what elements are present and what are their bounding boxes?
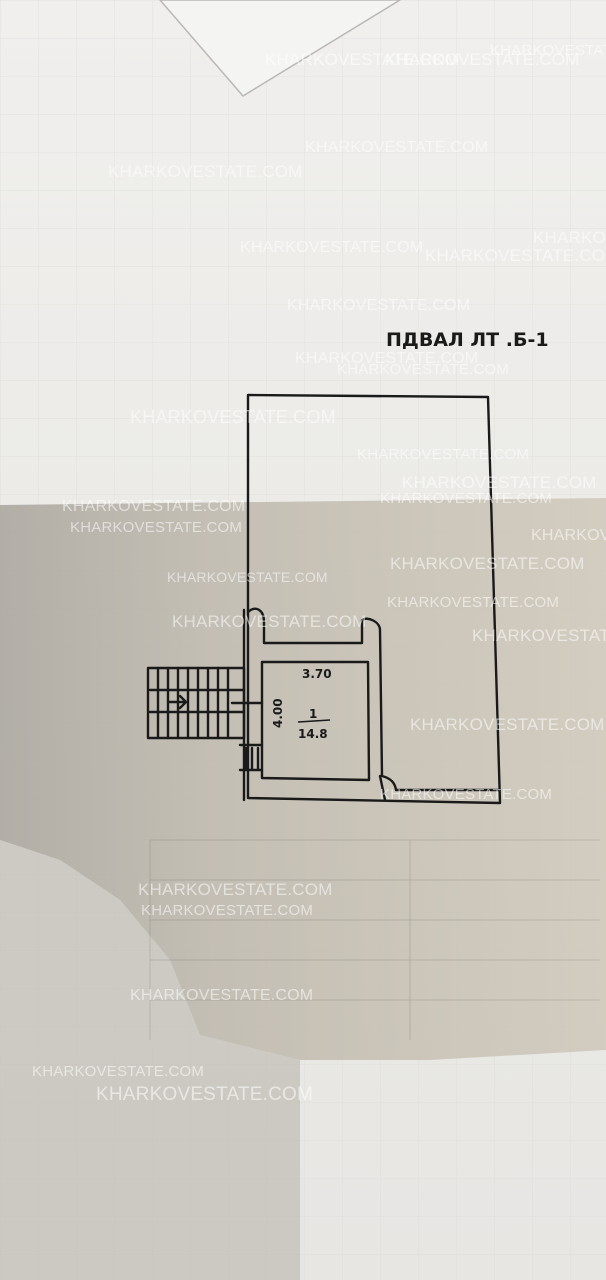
room-width-label: 3.70 xyxy=(302,667,332,681)
watermark: KHARKOVESTATE.COM xyxy=(402,473,597,492)
building-outline xyxy=(246,393,502,805)
shadow-lower-left xyxy=(0,840,300,1280)
watermark: KHARKOVESTATE.COM xyxy=(490,42,606,59)
watermark: KHARKOVESTATE.COM xyxy=(70,519,242,536)
watermark: KHARKOVESTATE.COM xyxy=(141,902,313,919)
room-length-label: 4.00 xyxy=(271,698,285,728)
watermark: KHARKOVESTATE.COM xyxy=(172,612,367,631)
room-area: 14.8 xyxy=(298,727,328,741)
watermark: KHARKOVESTATE.COM xyxy=(305,139,488,156)
watermark: KHARKOVESTATE.COM xyxy=(387,594,559,611)
watermark: KHARKOVESTATE.COM xyxy=(32,1063,204,1080)
watermark: KHARKOVESTATE.COM xyxy=(357,446,529,463)
watermark: KHARKOVESTATE.COM xyxy=(337,361,509,378)
watermark: KHARKOVESTATE.COM xyxy=(265,50,460,69)
corner-jog xyxy=(378,774,387,802)
stair-arrow xyxy=(166,694,188,710)
watermark: KHARKOVESTATE.COM xyxy=(138,880,333,899)
watermark: KHARKOVESTATE.COM xyxy=(472,626,606,645)
plan-title: ПДВАЛ ЛТ .Б-1 xyxy=(386,329,549,351)
stair-outline xyxy=(146,666,246,740)
watermark: KHARKOVESTATE.COM xyxy=(295,350,478,367)
wall-hatch xyxy=(238,743,264,772)
stair xyxy=(146,666,246,740)
watermark: KHARKOVESTATE.COM xyxy=(380,490,552,507)
watermark: KHARKOVESTATE.COM xyxy=(410,715,605,734)
fraction-bar xyxy=(297,719,331,723)
watermark: KHARKOVESTATE.COM xyxy=(390,554,585,573)
watermark: KHARKOVESTATE.COM xyxy=(240,239,423,256)
watermark: KHARKOVESTATE.COM xyxy=(531,527,606,544)
watermark: KHARKOVESTATE.COM xyxy=(96,1084,313,1105)
watermark: KHARKOVESTATE.COM xyxy=(62,498,245,515)
floor-plan: ПДВАЛ ЛТ .Б-1 3.70 4.00 1 14.8 xyxy=(146,329,549,805)
ghost-table xyxy=(149,839,600,1040)
watermark: KHARKOVESTATE.COM xyxy=(130,987,313,1004)
room-number: 1 xyxy=(309,707,317,721)
watermark: KHARKOVESTATE.COM xyxy=(425,246,606,265)
watermark: KHARKOVESTATE.COM xyxy=(380,786,552,803)
watermark: KHARKOVESTATE.COM xyxy=(130,407,336,427)
paper-sheet-corner xyxy=(159,0,402,97)
room-walls-upper xyxy=(246,607,502,792)
watermark: KHARKOVESTATE.COM xyxy=(533,228,606,247)
watermark: KHARKOVESTATE.COM xyxy=(385,50,580,69)
room-outline xyxy=(260,660,371,782)
watermark: KHARKOVESTATE.COM xyxy=(167,569,328,585)
watermark: KHARKOVESTATE.COM xyxy=(108,162,303,181)
watermark: KHARKOVESTATE.COM xyxy=(287,297,470,314)
watermark-layer: KHARKOVESTATE.COM KHARKOVESTATE.COM KHAR… xyxy=(32,42,606,1105)
